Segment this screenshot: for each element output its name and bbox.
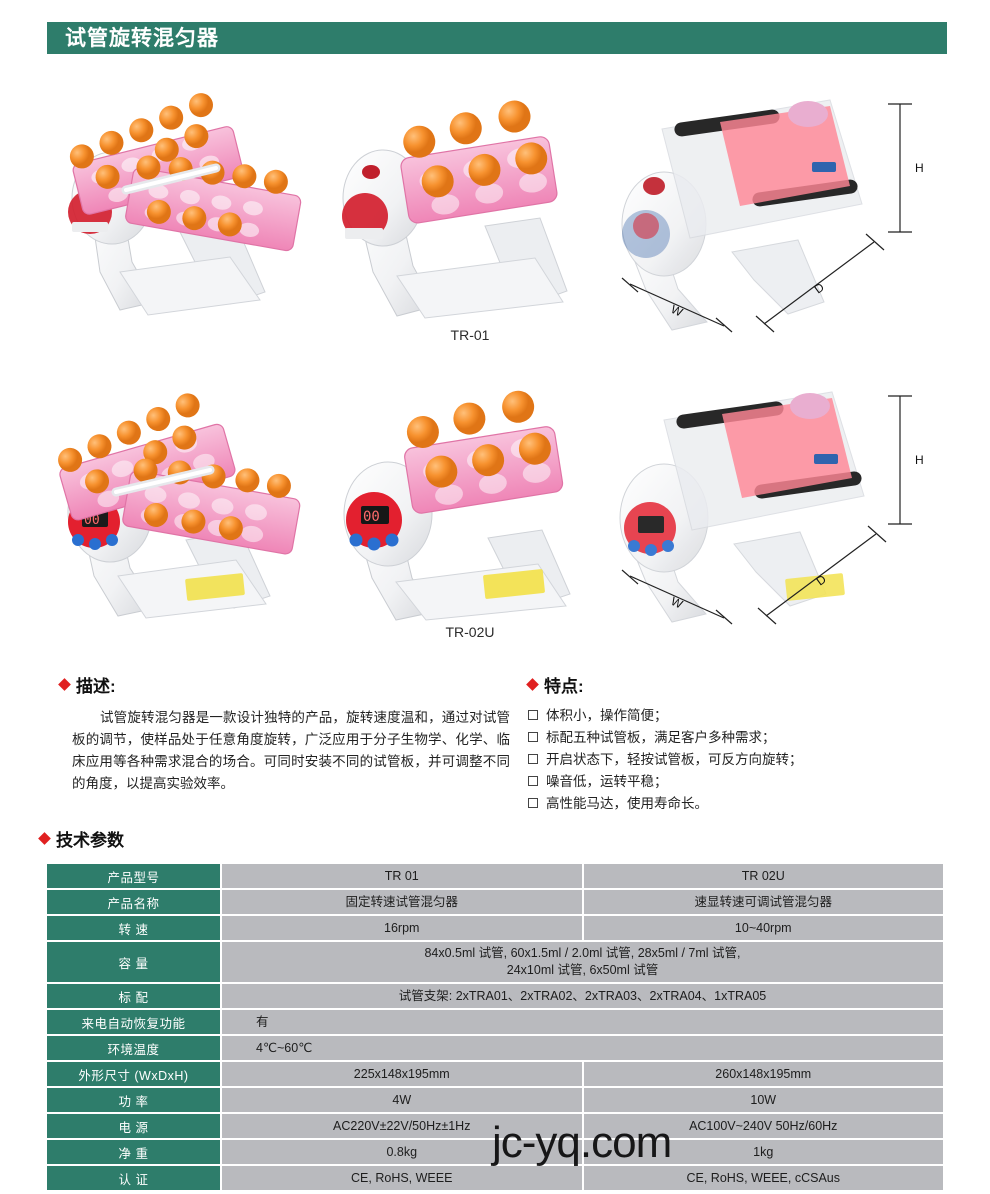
spec-key: 环境温度 [47, 1036, 220, 1060]
table-row: 环境温度 4℃~60℃ [47, 1036, 943, 1060]
spec-key: 功 率 [47, 1088, 220, 1112]
feature-label: 标配五种试管板，满足客户多种需求； [546, 730, 776, 745]
spec-value-tr01: 固定转速试管混匀器 [222, 890, 582, 914]
spec-value-tr02u: 260x148x195mm [583, 1062, 943, 1086]
specifications-table: 产品型号 TR 01 TR 02U 产品名称 固定转速试管混匀器 速显转速可调试… [45, 862, 945, 1192]
list-item: 开启状态下，轻按试管板，可反方向旋转； [528, 749, 958, 770]
tr01-left-illustration [68, 93, 302, 316]
diamond-bullet-icon [58, 678, 71, 691]
spec-value-tr01: AC220V±22V/50Hz±1Hz [222, 1114, 582, 1138]
photo-tr02u-dimension-diagram: H D W [610, 360, 958, 625]
description-section: 描述: 试管旋转混匀器是一款设计独特的产品，旋转速度温和，通过对试管板的调节，使… [58, 672, 510, 795]
spec-value-tr01: 225x148x195mm [222, 1062, 582, 1086]
spec-key: 净 重 [47, 1140, 220, 1164]
spec-value-tr02u: 1kg [583, 1140, 943, 1164]
photo-tr02u-loaded-front-left: 00 [58, 362, 353, 622]
model-caption-tr02u-label: TR-02U [445, 624, 495, 640]
tr02u-dimensions-illustration: H D W [619, 391, 924, 625]
spec-key: 标 配 [47, 984, 220, 1008]
spec-key: 产品型号 [47, 864, 220, 888]
tr01-right-illustration [342, 100, 568, 319]
table-row: 标 配 试管支架: 2xTRA01、2xTRA02、2xTRA03、2xTRA0… [47, 984, 943, 1008]
spec-key: 外形尺寸 (WxDxH) [47, 1062, 220, 1086]
spec-value-tr01: CE, RoHS, WEEE [222, 1166, 582, 1190]
description-heading: 描述: [58, 672, 510, 697]
feature-label: 高性能马达，使用寿命长。 [546, 796, 708, 811]
features-heading: 特点: [526, 672, 958, 697]
table-row: 外形尺寸 (WxDxH) 225x148x195mm 260x148x195mm [47, 1062, 943, 1086]
list-item: 标配五种试管板，满足客户多种需求； [528, 727, 958, 748]
table-row: 认 证 CE, RoHS, WEEE CE, RoHS, WEEE, cCSAu… [47, 1166, 943, 1190]
svg-text:00: 00 [363, 509, 380, 525]
table-row: 产品名称 固定转速试管混匀器 速显转速可调试管混匀器 [47, 890, 943, 914]
checkbox-icon [528, 732, 538, 742]
spec-value-tr02u: 10W [583, 1088, 943, 1112]
spec-value-tr01: TR 01 [222, 864, 582, 888]
table-row: 产品型号 TR 01 TR 02U [47, 864, 943, 888]
table-row: 容 量 84x0.5ml 试管, 60x1.5ml / 2.0ml 试管, 28… [47, 942, 943, 982]
checkbox-icon [528, 754, 538, 764]
table-row: 转 速 16rpm 10~40rpm [47, 916, 943, 940]
tr02u-left-illustration: 00 [58, 393, 301, 619]
spec-key: 认 证 [47, 1166, 220, 1190]
checkbox-icon [528, 776, 538, 786]
tr01-dimensions-illustration: H D W [621, 99, 924, 333]
page-title: 试管旋转混匀器 [65, 26, 219, 50]
checkbox-icon [528, 798, 538, 808]
dimension-label-h: H [915, 161, 924, 175]
page-header-bar: 试管旋转混匀器 [47, 22, 947, 54]
model-caption-tr01-label: TR-01 [450, 327, 490, 343]
features-section: 特点: 体积小，操作简便； 标配五种试管板，满足客户多种需求； 开启状态下，轻按… [526, 672, 958, 830]
checkbox-icon [528, 710, 538, 720]
list-item: 噪音低，运转平稳； [528, 771, 958, 792]
spec-key: 产品名称 [47, 890, 220, 914]
photo-tr02u-loaded-front-right: 00 [330, 362, 610, 622]
specs-heading-label: 技术参数 [56, 831, 124, 850]
model-caption-tr02u: TR-02U [390, 624, 550, 640]
list-item: 体积小，操作简便； [528, 705, 958, 726]
table-row: 电 源 AC220V±22V/50Hz±1Hz AC100V~240V 50Hz… [47, 1114, 943, 1138]
spec-key: 容 量 [47, 942, 220, 982]
photo-tr01-dimension-diagram: H D W [612, 74, 957, 334]
photo-tr01-loaded-front-right [335, 76, 605, 326]
features-list: 体积小，操作简便； 标配五种试管板，满足客户多种需求； 开启状态下，轻按试管板，… [528, 705, 958, 814]
spec-value-tr02u: TR 02U [583, 864, 943, 888]
table-row: 净 重 0.8kg 1kg [47, 1140, 943, 1164]
spec-value-tr02u: 速显转速可调试管混匀器 [583, 890, 943, 914]
spec-value-tr01: 0.8kg [222, 1140, 582, 1164]
feature-label: 开启状态下，轻按试管板，可反方向旋转； [546, 752, 803, 767]
spec-key: 转 速 [47, 916, 220, 940]
specs-heading: 技术参数 [38, 826, 124, 851]
tr02u-right-illustration: 00 [343, 390, 571, 621]
spec-key: 来电自动恢复功能 [47, 1010, 220, 1034]
spec-value-tr01: 4W [222, 1088, 582, 1112]
diamond-bullet-icon-3 [38, 832, 51, 845]
spec-value-merged: 试管支架: 2xTRA01、2xTRA02、2xTRA03、2xTRA04、1x… [222, 984, 943, 1008]
feature-label: 体积小，操作简便； [546, 708, 668, 723]
feature-label: 噪音低，运转平稳； [546, 774, 668, 789]
spec-value-tr02u: CE, RoHS, WEEE, cCSAus [583, 1166, 943, 1190]
dimension-label-h-2: H [915, 453, 924, 467]
features-heading-label: 特点: [544, 677, 584, 696]
table-row: 来电自动恢复功能 有 [47, 1010, 943, 1034]
diamond-bullet-icon-2 [526, 678, 539, 691]
list-item: 高性能马达，使用寿命长。 [528, 793, 958, 814]
photo-tr01-loaded-front-left [60, 72, 350, 322]
spec-value-merged: 有 [222, 1010, 943, 1034]
description-heading-label: 描述: [76, 677, 116, 696]
model-caption-tr01: TR-01 [390, 327, 550, 343]
spec-value-tr01: 16rpm [222, 916, 582, 940]
spec-value-tr02u: AC100V~240V 50Hz/60Hz [583, 1114, 943, 1138]
product-gallery: H D W TR-01 00 [0, 62, 990, 662]
spec-value-merged: 84x0.5ml 试管, 60x1.5ml / 2.0ml 试管, 28x5ml… [222, 942, 943, 982]
table-row: 功 率 4W 10W [47, 1088, 943, 1112]
description-body: 试管旋转混匀器是一款设计独特的产品，旋转速度温和，通过对试管板的调节，使样品处于… [72, 710, 510, 791]
spec-value-merged: 4℃~60℃ [222, 1036, 943, 1060]
spec-key: 电 源 [47, 1114, 220, 1138]
spec-value-tr02u: 10~40rpm [583, 916, 943, 940]
